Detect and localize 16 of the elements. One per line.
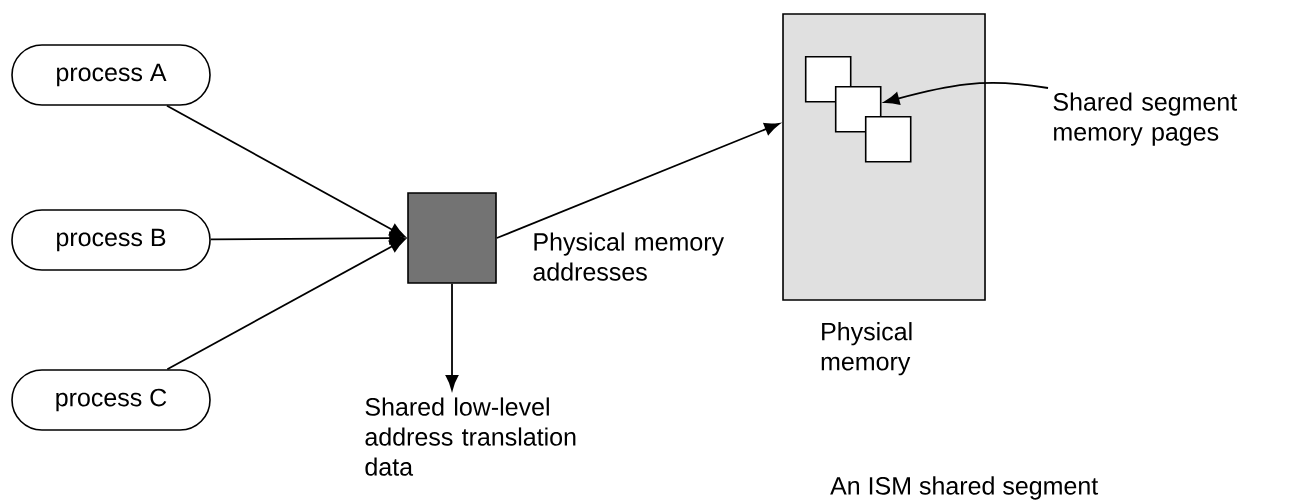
caption-text: An ISM shared segment [830,476,1099,500]
translation-box [407,192,497,284]
arrow [495,122,780,239]
page-box [864,115,912,163]
annotation-text: Shared segment memory pages [1053,92,1238,146]
edge-label: Physical memory addresses [533,232,725,281]
node-label: Physical memory [821,322,912,376]
process-pill: process C [11,369,211,431]
arrow [209,231,405,245]
process-pill: process B [11,209,211,271]
process-pill: process A [11,44,211,106]
arrow [445,282,459,391]
arrow [166,238,405,371]
annotation-text: Shared low-level address translation data [365,397,576,476]
arrow [166,104,405,238]
arrow [884,82,1049,105]
